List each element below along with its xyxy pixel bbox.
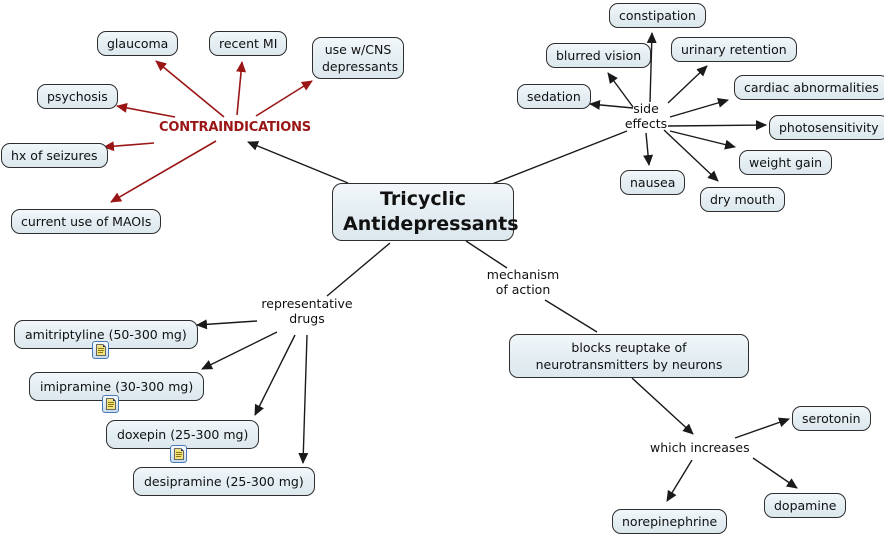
amitriptyline-resource-button[interactable] [92, 341, 109, 359]
mechanism-line2: of action [495, 282, 551, 297]
node-glaucoma[interactable]: glaucoma [97, 31, 179, 56]
arrow-side-effects-nausea[interactable] [643, 132, 654, 166]
node-photosensitivity[interactable]: photosensitivity [769, 115, 884, 140]
central-title-line1: Tricyclic [380, 188, 466, 210]
node-desipramine[interactable]: desipramine (25-300 mg) [133, 467, 315, 496]
arrow-which-norepinephrine[interactable] [666, 459, 693, 502]
rep-drugs-line1: representative [261, 296, 353, 311]
node-constipation[interactable]: constipation [609, 3, 706, 28]
central-title-line2: Antidepressants [343, 213, 519, 235]
label-side-effects[interactable]: side effects [616, 101, 676, 131]
node-serotonin[interactable]: serotonin [792, 406, 871, 431]
document-icon [95, 344, 106, 356]
arrow-contra-maois[interactable] [110, 140, 217, 203]
label-representative-drugs[interactable]: representative drugs [257, 296, 357, 326]
mechanism-line1: mechanism [486, 267, 560, 282]
node-tricyclic-antidepressants[interactable]: Tricyclic Antidepressants [332, 183, 519, 241]
arrow-contra-seizures[interactable] [103, 141, 155, 152]
blocks-line1: blocks reuptake of neurotransmitters [535, 340, 687, 372]
arrow-blocks-which-increases[interactable] [631, 377, 694, 435]
node-urinary-retention[interactable]: urinary retention [671, 37, 797, 62]
arrow-contra-recent-mi[interactable] [236, 61, 247, 116]
arrow-side-effects-urinary-retention[interactable] [667, 65, 708, 104]
document-icon [173, 448, 184, 460]
node-norepinephrine[interactable]: norepinephrine [612, 509, 728, 534]
node-amitriptyline[interactable]: amitriptyline (50-300 mg) [14, 320, 198, 349]
arrow-side-effects-blurred-vision[interactable] [607, 72, 634, 108]
arrow-drugs-desipramine[interactable] [298, 334, 309, 464]
node-recent-mi[interactable]: recent MI [209, 31, 288, 56]
link-central-representative-drugs[interactable] [326, 242, 391, 297]
label-contraindications[interactable]: CONTRAINDICATIONS [159, 120, 311, 135]
node-weight-gain[interactable]: weight gain [739, 150, 833, 175]
arrow-drugs-imipramine[interactable] [201, 331, 278, 370]
node-current-use-of-maois[interactable]: current use of MAOIs [11, 209, 162, 234]
arrow-central-contraindications[interactable] [247, 141, 349, 184]
arrow-side-effects-dry-mouth[interactable] [663, 129, 719, 182]
arrow-contra-cns[interactable] [255, 80, 313, 117]
doxepin-resource-button[interactable] [170, 445, 187, 463]
node-dopamine[interactable]: dopamine [764, 493, 847, 518]
arrow-side-effects-sedation[interactable] [589, 99, 634, 110]
arrow-side-effects-constipation[interactable] [646, 32, 657, 103]
label-mechanism-of-action[interactable]: mechanism of action [483, 267, 563, 297]
node-doxepin[interactable]: doxepin (25-300 mg) [106, 420, 260, 449]
side-effects-line1: side [633, 101, 659, 116]
node-blurred-vision[interactable]: blurred vision [546, 43, 652, 68]
document-icon [105, 398, 116, 410]
node-psychosis[interactable]: psychosis [37, 84, 118, 109]
label-which-increases[interactable]: which increases [650, 440, 750, 455]
link-central-side-effects[interactable] [491, 130, 628, 185]
side-effects-line2: effects [624, 116, 668, 131]
arrow-contra-psychosis[interactable] [116, 102, 176, 118]
node-hx-of-seizures[interactable]: hx of seizures [1, 143, 108, 168]
arrow-side-effects-cardiac[interactable] [669, 98, 729, 118]
node-cardiac-abnormalities[interactable]: cardiac abnormalities [734, 75, 884, 100]
arrow-contra-glaucoma[interactable] [155, 60, 225, 118]
blocks-line2: by neurons [652, 357, 723, 372]
node-dry-mouth[interactable]: dry mouth [700, 187, 786, 212]
arrow-which-serotonin[interactable] [734, 417, 790, 439]
arrow-which-dopamine[interactable] [752, 457, 798, 489]
rep-drugs-line2: drugs [289, 311, 325, 326]
node-blocks-reuptake[interactable]: blocks reuptake of neurotransmitters by … [509, 334, 749, 378]
node-cns-depressants[interactable]: use w/CNS depressants [312, 37, 404, 79]
link-central-mechanism[interactable] [465, 240, 508, 269]
imipramine-resource-button[interactable] [102, 395, 119, 413]
link-mechanism-blocks[interactable] [544, 299, 598, 333]
arrow-drugs-doxepin[interactable] [254, 334, 296, 416]
arrow-side-effects-weight-gain[interactable] [669, 130, 736, 150]
arrow-side-effects-photosensitivity[interactable] [667, 120, 767, 131]
node-nausea[interactable]: nausea [620, 170, 686, 195]
arrow-drugs-amitriptyline[interactable] [196, 319, 258, 330]
node-sedation[interactable]: sedation [517, 84, 591, 109]
